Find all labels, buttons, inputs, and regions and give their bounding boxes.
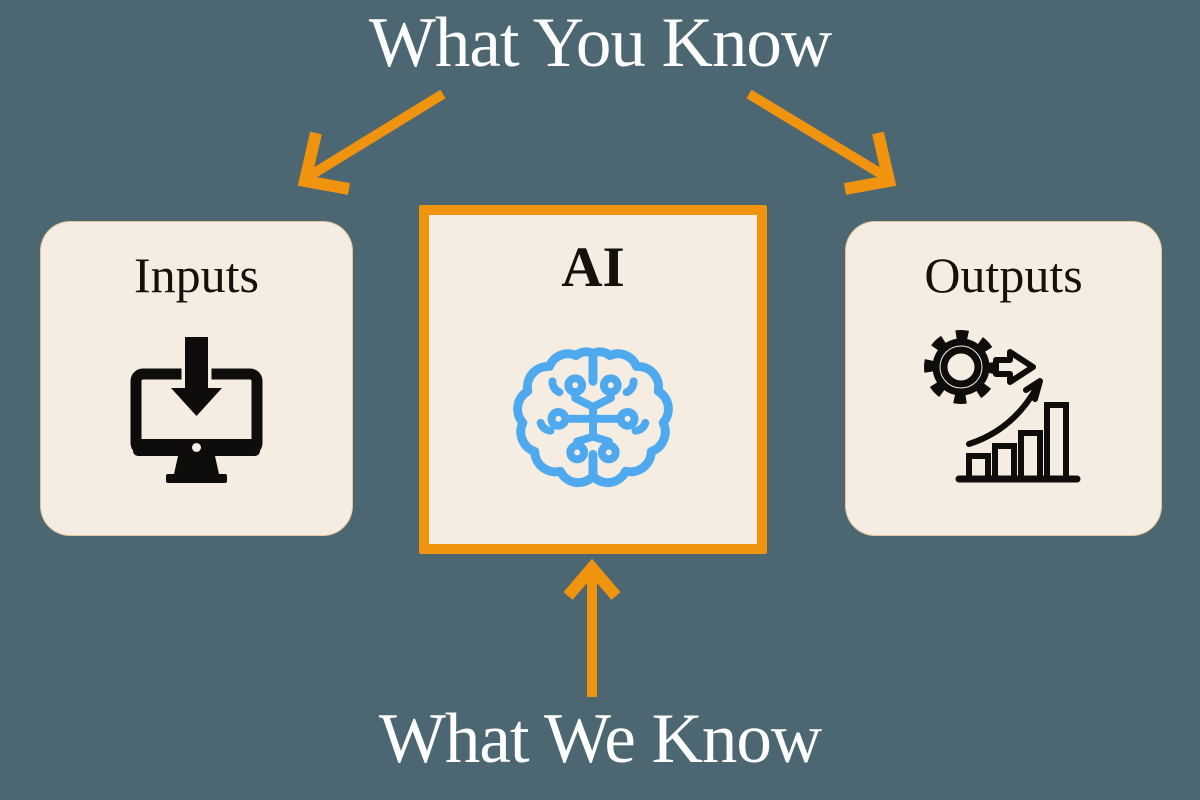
ai-label: AI <box>561 236 625 299</box>
inputs-card: Inputs <box>40 221 353 536</box>
gear-growth-chart-icon <box>924 330 1081 483</box>
outputs-label: Outputs <box>924 247 1083 303</box>
inputs-label: Inputs <box>134 247 259 303</box>
bottom-title: What We Know <box>378 700 822 778</box>
arrow-top-to-inputs <box>297 89 446 195</box>
outputs-card: Outputs <box>845 221 1162 536</box>
ai-card: AI <box>419 205 767 554</box>
arrow-bottom-to-ai <box>563 558 621 697</box>
top-title: What You Know <box>368 4 832 82</box>
monitor-download-icon <box>130 335 263 483</box>
arrow-top-to-outputs <box>746 89 897 195</box>
brain-circuit-icon <box>513 347 673 487</box>
